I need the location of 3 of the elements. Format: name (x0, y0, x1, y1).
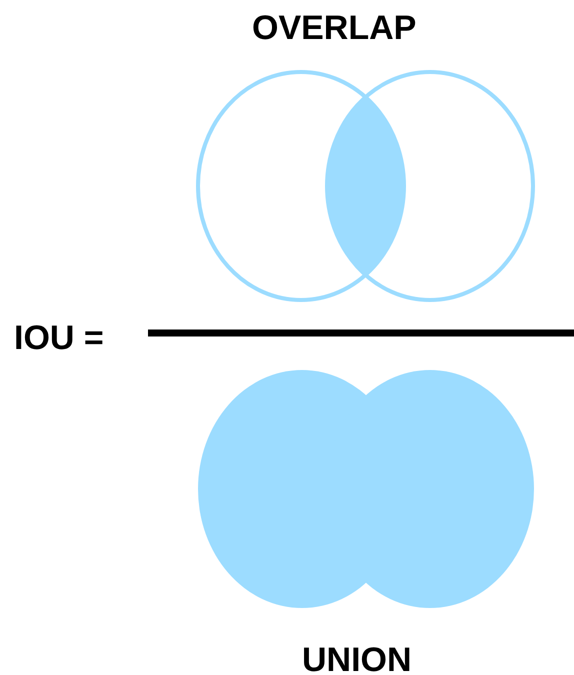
numerator-label: OVERLAP (252, 8, 416, 48)
formula-label: IOU = (14, 318, 104, 358)
denominator-label: UNION (302, 640, 412, 675)
